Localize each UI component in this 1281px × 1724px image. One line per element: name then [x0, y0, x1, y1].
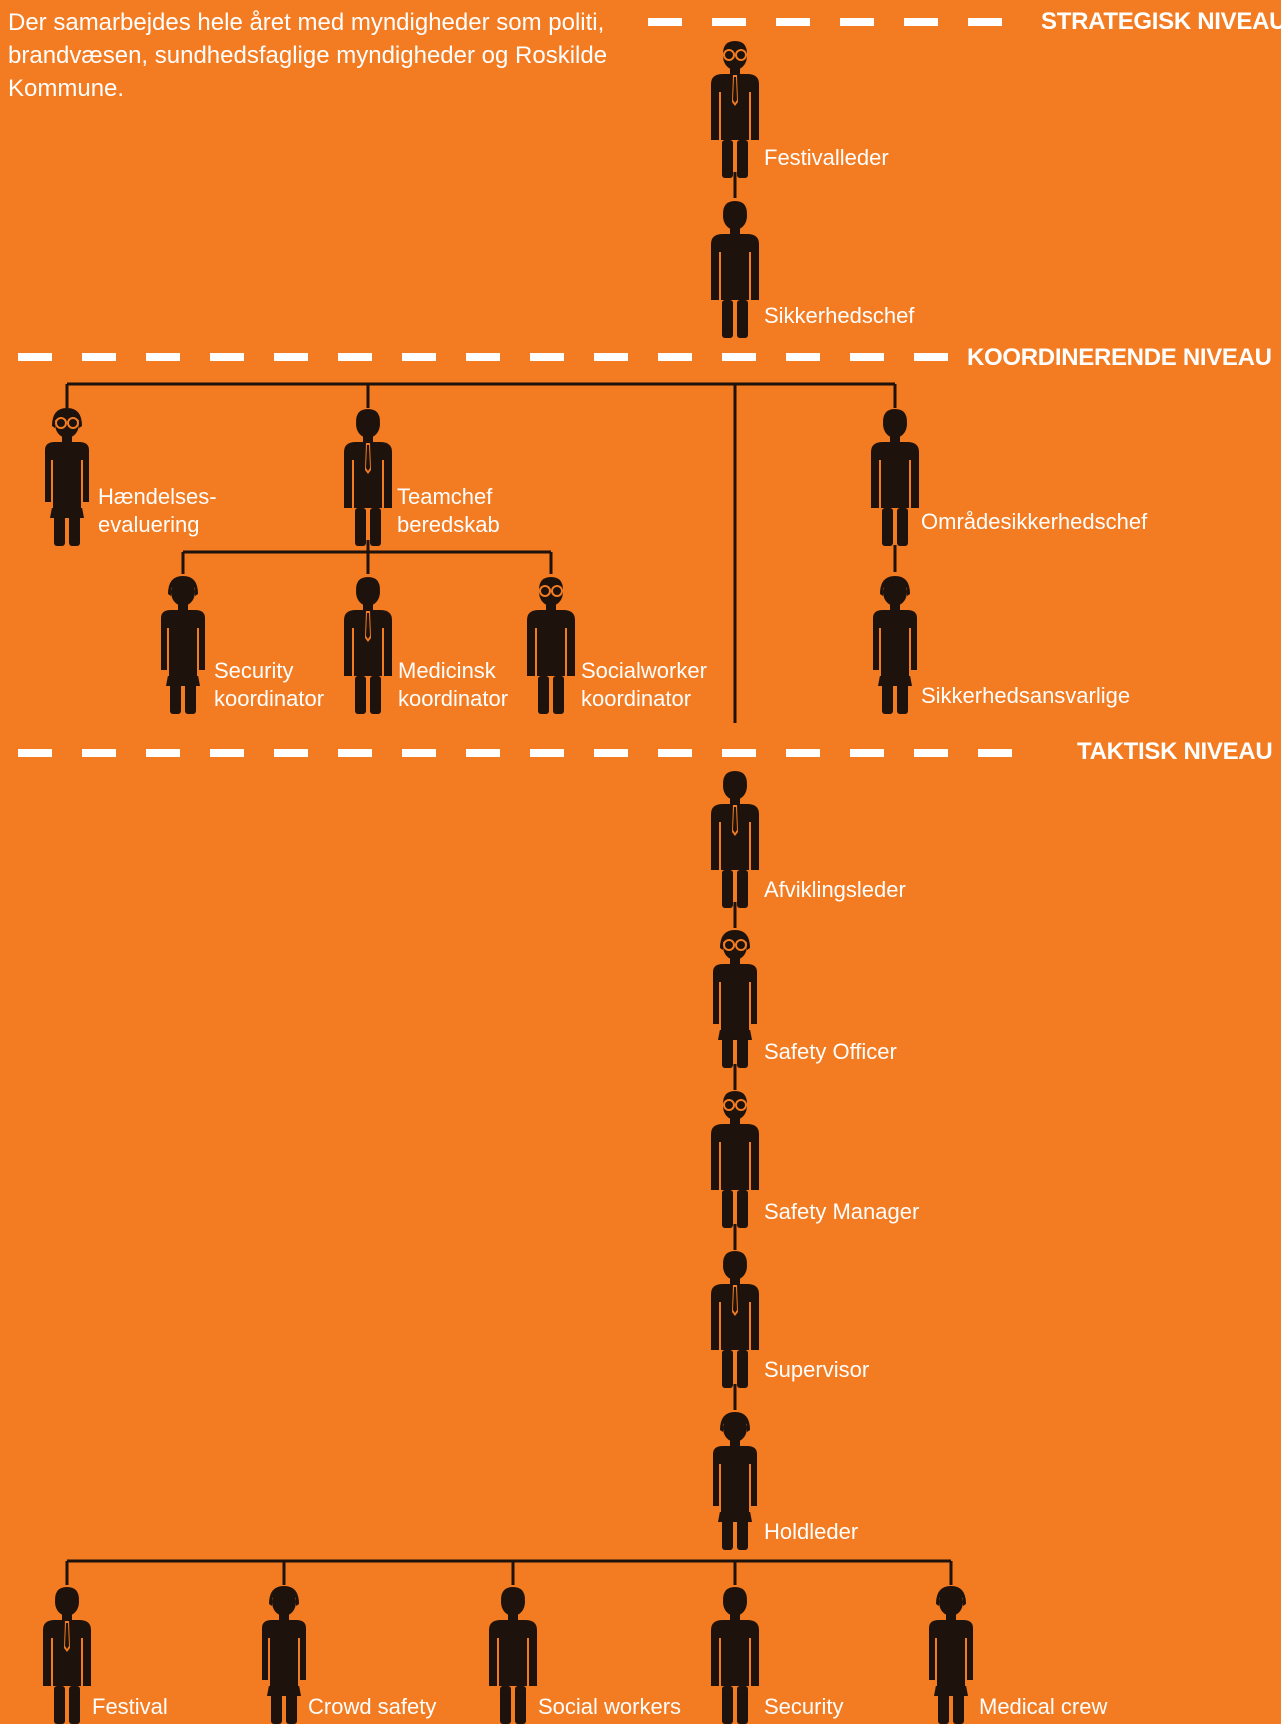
label-safety-manager: Safety Manager [764, 1199, 920, 1224]
label-omraadesikkerhedschef: Områdesikkerhedschef [921, 509, 1148, 534]
person-medicinsk-koordinator [344, 577, 392, 714]
person-supervisor [711, 1251, 759, 1388]
label-holdleder: Holdleder [764, 1519, 859, 1544]
person-omraadesikkerhedschef [871, 409, 919, 546]
label-line: Medicinsk [398, 658, 496, 683]
level-strategic-label: STRATEGISK NIVEAU [1041, 8, 1281, 35]
person-safety-manager [711, 1091, 759, 1228]
label-line: beredskab [397, 512, 500, 537]
label-safety-officer: Safety Officer [764, 1039, 897, 1064]
label-festivalleder: Festivalleder [764, 145, 889, 170]
label-crowd-safety: Crowd safety [308, 1694, 437, 1719]
label-line: Hændelses- [98, 484, 217, 509]
label-security: Security [764, 1694, 844, 1719]
person-crowd-safety [262, 1586, 306, 1724]
divider-coordinating [18, 353, 948, 361]
label-social-workers: Social workers [538, 1694, 682, 1719]
label-supervisor: Supervisor [764, 1357, 870, 1382]
label-line: koordinator [398, 686, 509, 711]
person-security-koordinator [161, 576, 205, 714]
person-afviklingsleder [711, 771, 759, 908]
divider-strategic [648, 18, 1002, 26]
person-security [711, 1587, 759, 1724]
label-haendelsesevaluering: Hændelses- evaluering [98, 483, 217, 539]
person-teamchef [344, 409, 392, 546]
label-line: koordinator [581, 686, 692, 711]
person-sikkerhedsansvarlige [873, 576, 917, 714]
person-holdleder [713, 1412, 757, 1550]
person-socialworker-koordinator [527, 577, 575, 714]
label-medical-crew: Medical crew [979, 1694, 1108, 1719]
person-festival [43, 1587, 91, 1724]
divider-tactical [18, 749, 1012, 757]
label-socialworker-koordinator: Socialworker koordinator [581, 657, 707, 713]
label-sikkerhedschef: Sikkerhedschef [764, 303, 915, 328]
intro-text: Der samarbejdes hele året med myndighede… [8, 9, 608, 102]
label-afviklingsleder: Afviklingsleder [764, 877, 906, 902]
label-teamchef-beredskab: Teamchef beredskab [397, 483, 500, 539]
label-line: Socialworker [581, 658, 707, 683]
label-medicinsk-koordinator: Medicinsk koordinator [398, 657, 508, 713]
label-line: koordinator [214, 686, 325, 711]
person-medical-crew [929, 1586, 973, 1724]
person-festivalleder [711, 41, 759, 178]
person-sikkerhedschef [711, 201, 759, 338]
person-haendelsesevaluering [45, 408, 89, 546]
label-line: Security [214, 658, 294, 683]
level-coordinating-label: KOORDINERENDE NIVEAU [967, 344, 1272, 371]
person-safety-officer [713, 930, 757, 1068]
label-festival: Festival [92, 1694, 168, 1719]
label-line: Teamchef [397, 484, 493, 509]
label-line: evaluering [98, 512, 200, 537]
label-security-koordinator: Security koordinator [214, 657, 324, 713]
person-social-workers [489, 1587, 537, 1724]
level-tactical-label: TAKTISK NIVEAU [1077, 738, 1273, 765]
label-sikkerhedsansvarlige: Sikkerhedsansvarlige [921, 683, 1131, 708]
